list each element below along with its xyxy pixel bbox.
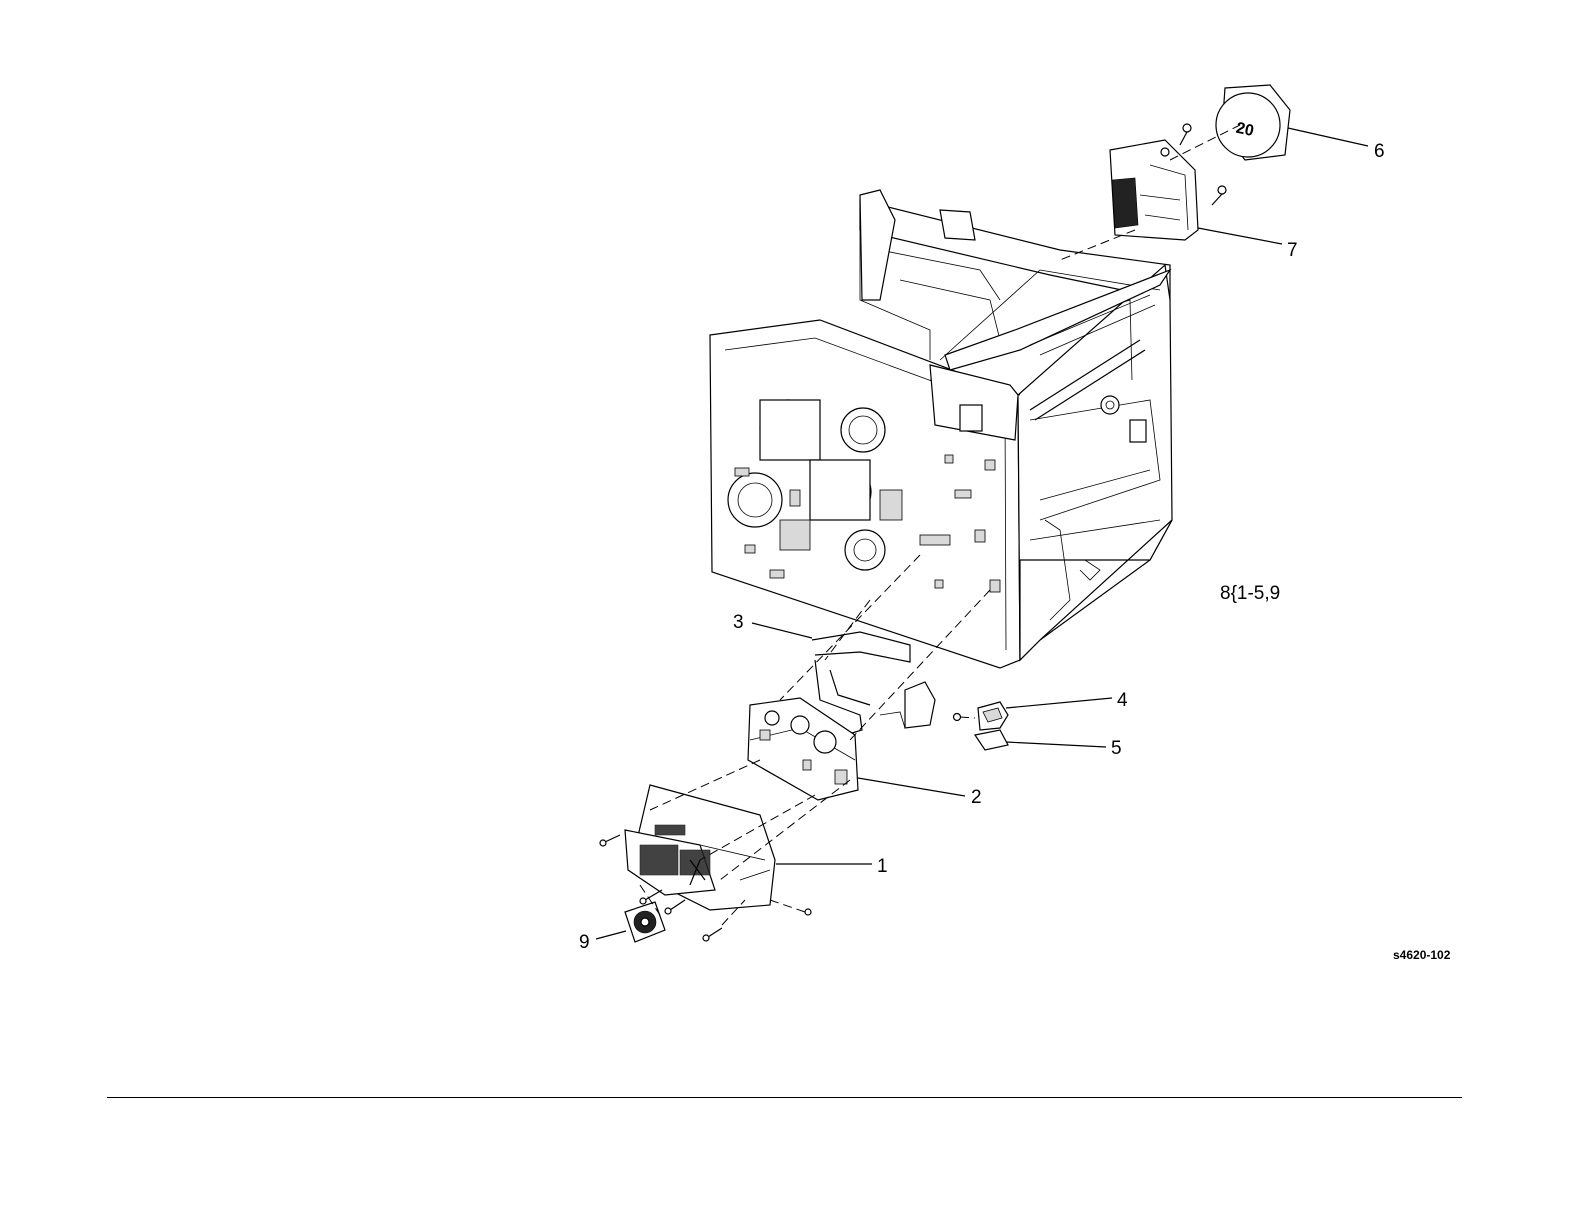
callout-8: 8{1-5,9 [1220, 583, 1280, 604]
part-4-5-switch [880, 682, 1008, 750]
part-7-bracket [1110, 124, 1226, 240]
callout-7: 7 [1287, 240, 1298, 261]
part-9-fan [625, 902, 665, 942]
callout-1: 1 [877, 856, 888, 877]
callout-4: 4 [1117, 690, 1128, 711]
footer-rule [107, 1097, 1462, 1098]
part-6-housing: 20 [1216, 85, 1290, 160]
callout-6: 6 [1374, 141, 1385, 162]
callout-9: 9 [579, 932, 590, 953]
callout-3: 3 [733, 612, 744, 633]
figure-id: s4620-102 [1393, 948, 1451, 962]
part-6-marking: 20 [1234, 120, 1255, 140]
callout-5: 5 [1111, 738, 1122, 759]
part-2-power-board [748, 698, 858, 800]
callout-2: 2 [971, 787, 982, 808]
